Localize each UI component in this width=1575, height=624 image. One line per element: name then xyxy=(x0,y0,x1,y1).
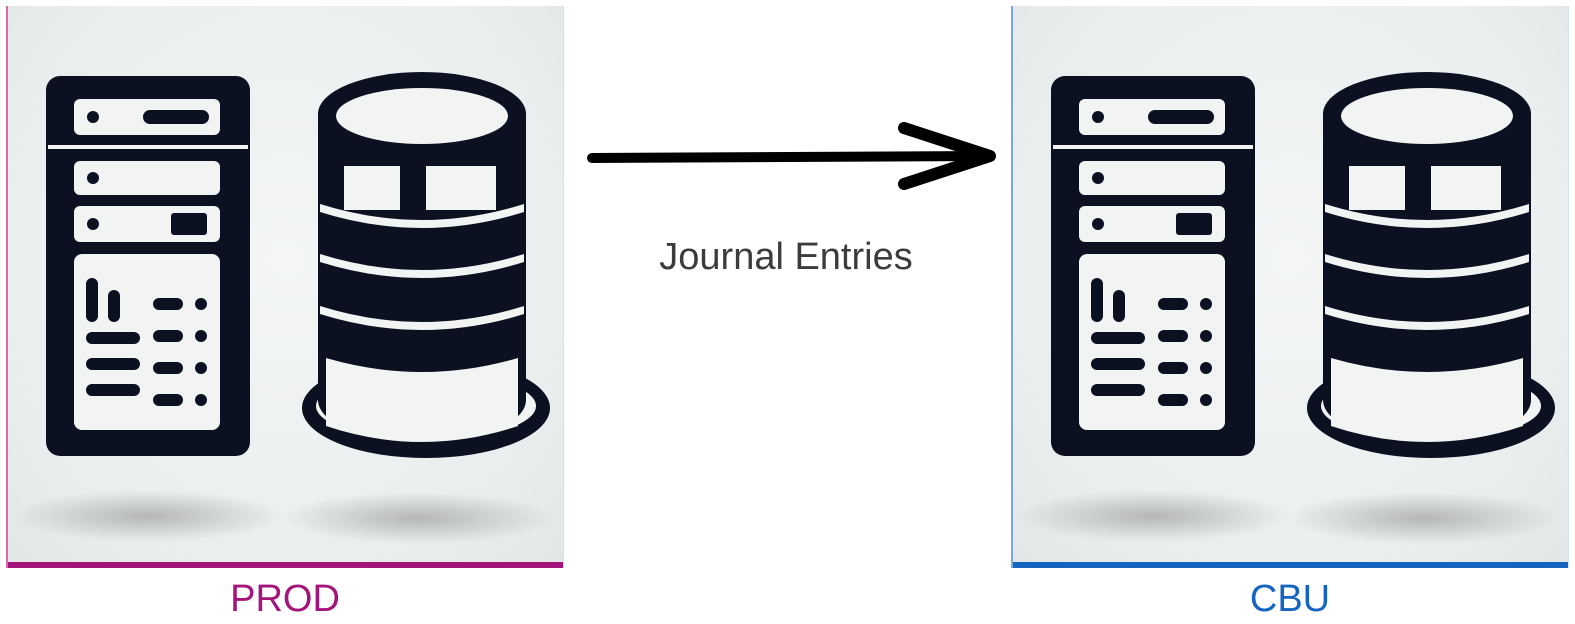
prod-label: PROD xyxy=(230,578,340,620)
cbu-underline xyxy=(1013,562,1568,568)
database-icon xyxy=(1307,72,1555,458)
cbu-panel xyxy=(1011,6,1569,568)
database-icon xyxy=(302,72,550,458)
server-tower-icon xyxy=(1051,76,1255,456)
cbu-illustration xyxy=(1018,72,1558,544)
server-tower-icon xyxy=(46,76,250,456)
cbu-label: CBU xyxy=(1249,578,1331,620)
prod-underline xyxy=(8,562,563,568)
prod-illustration xyxy=(13,72,553,544)
arrow-right-icon xyxy=(587,122,996,190)
prod-panel xyxy=(6,6,564,568)
connector-label: Journal Entries xyxy=(659,236,913,278)
